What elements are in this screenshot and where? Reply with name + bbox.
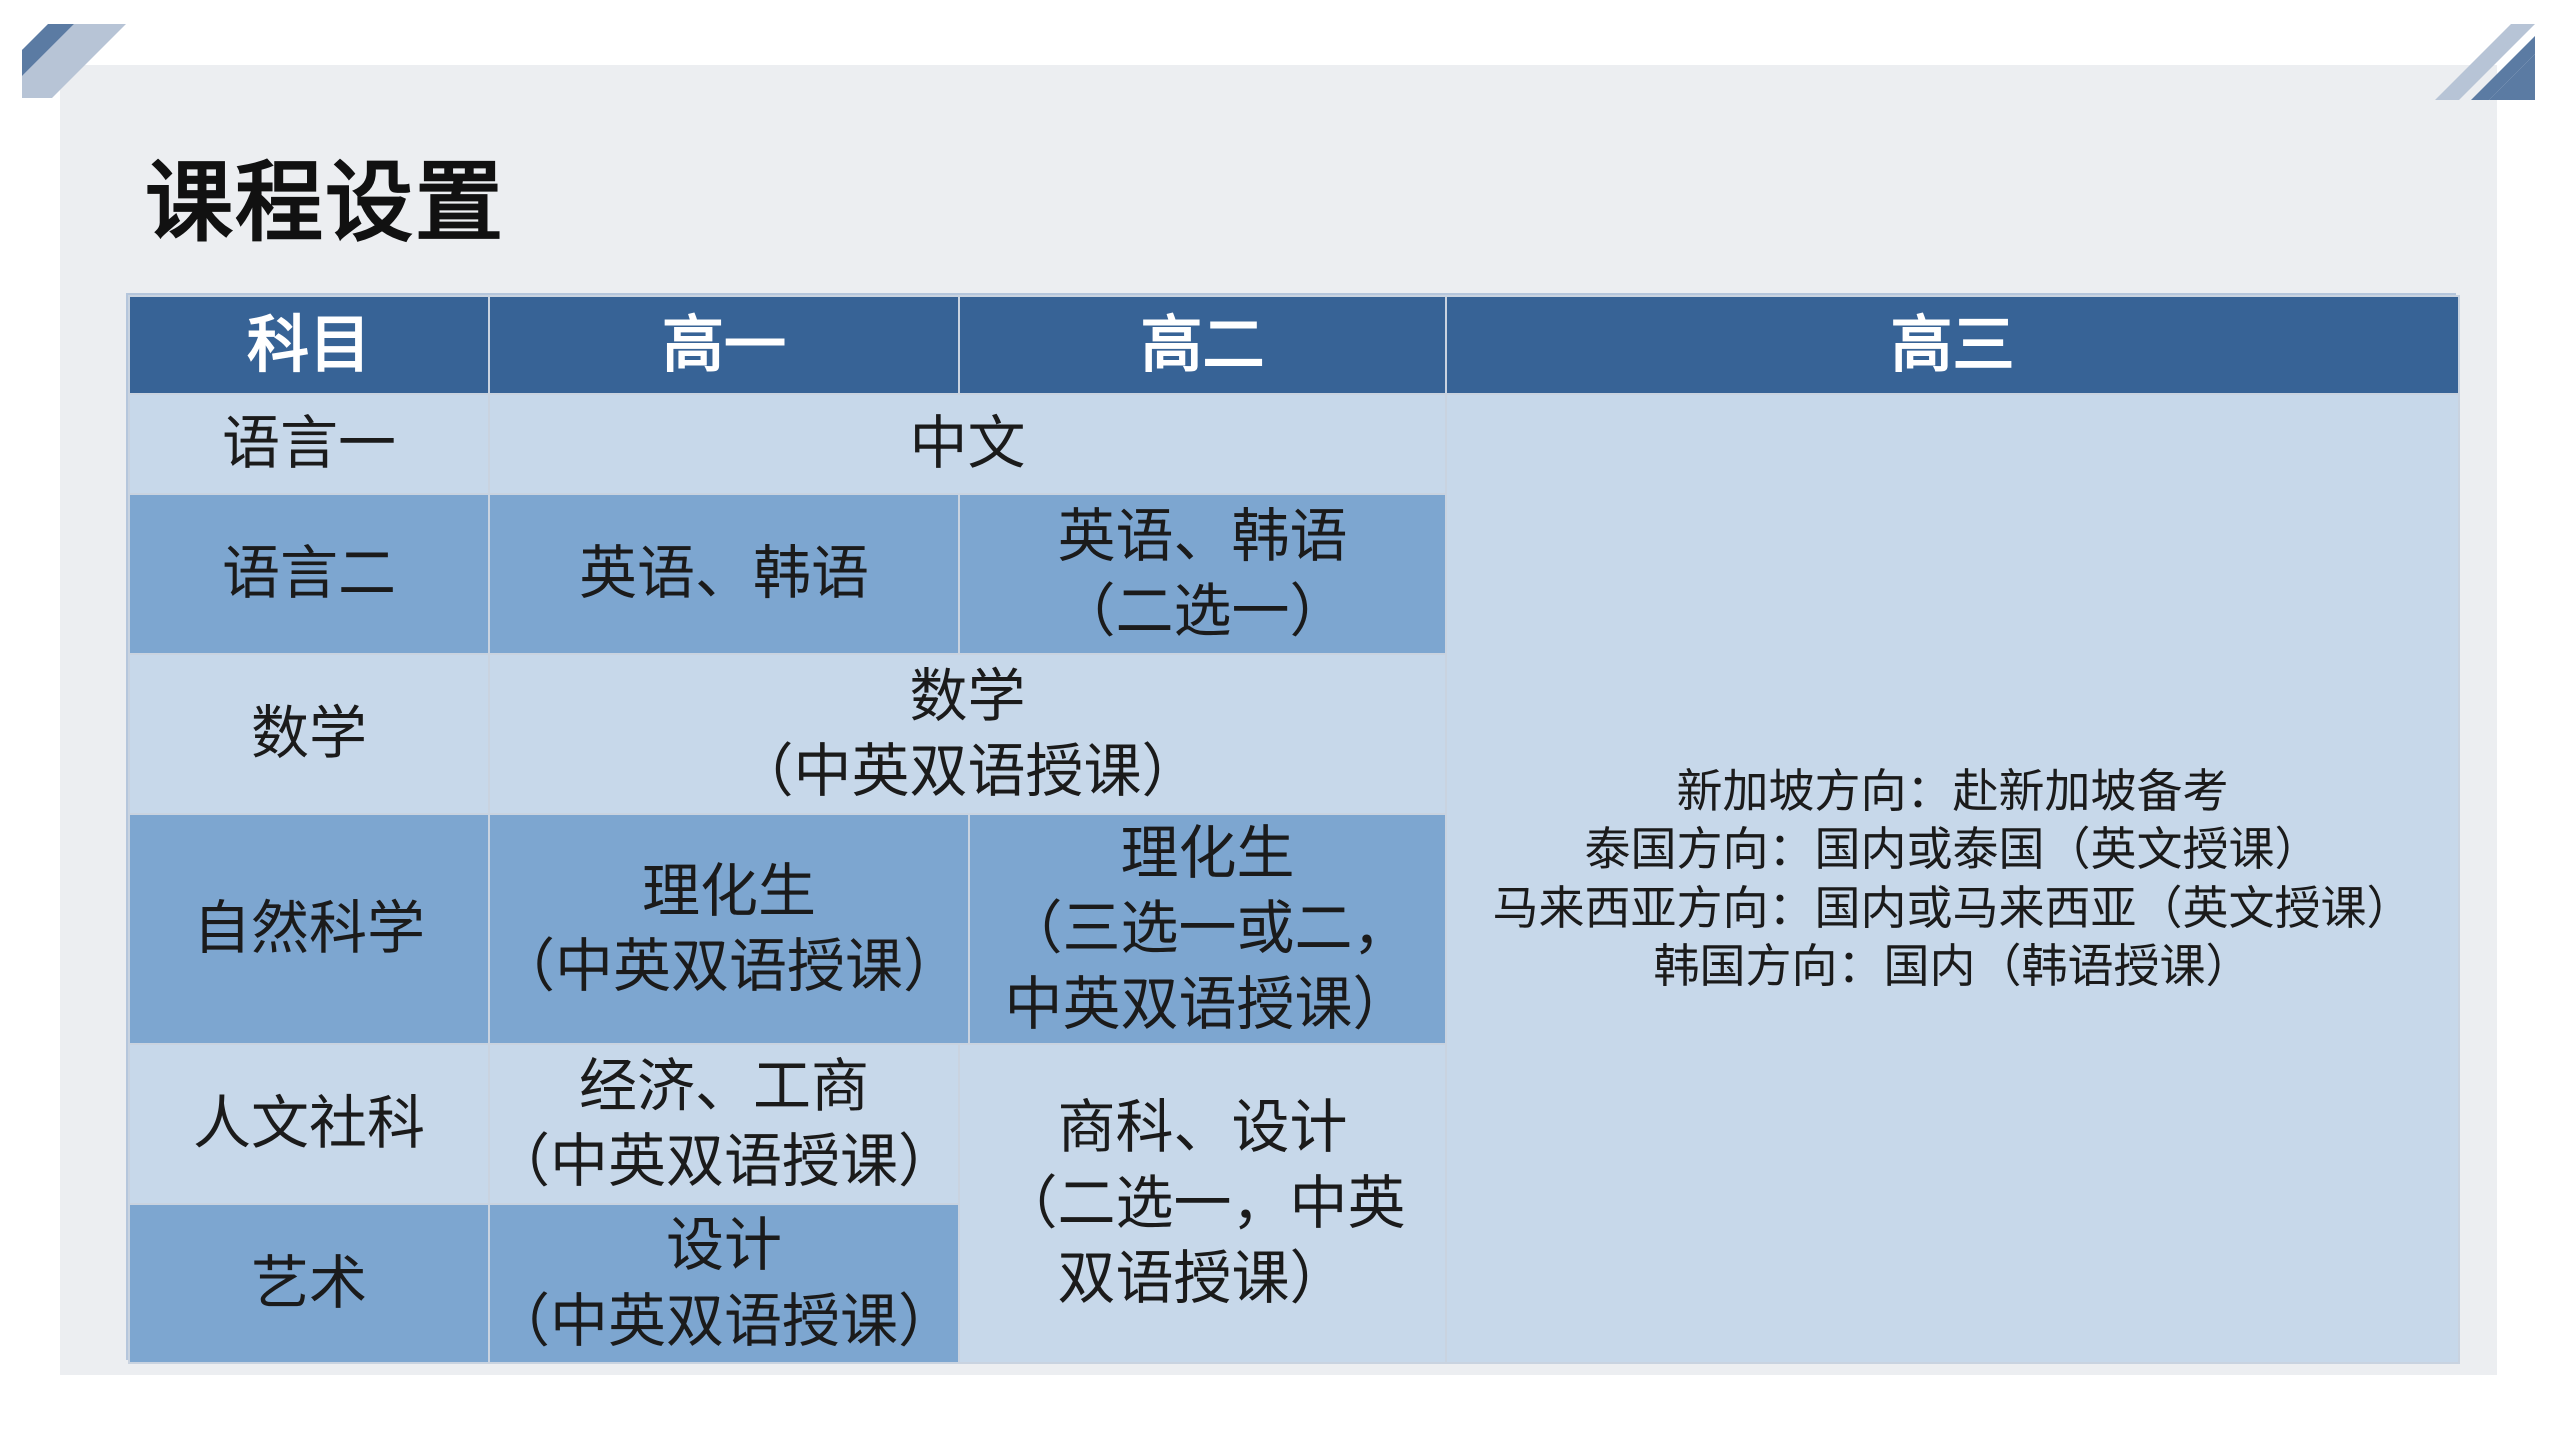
language-2-grade-10: 英语、韩语 bbox=[488, 493, 960, 655]
grade-12-directions: 新加坡方向：赴新加坡备考 泰国方向：国内或泰国（英文授课） 马来西亚方向：国内或… bbox=[1445, 393, 2460, 1364]
subject-natural-science: 自然科学 bbox=[128, 813, 490, 1045]
header-grade-12: 高三 bbox=[1445, 295, 2460, 395]
subject-language-1: 语言一 bbox=[128, 393, 490, 495]
natural-science-grade-11: 理化生 （三选一或二， 中英双语授课） bbox=[968, 813, 1447, 1045]
corner-decoration-top-right bbox=[2435, 24, 2535, 100]
corner-decoration-top-left bbox=[22, 24, 126, 98]
humanities-grade-10: 经济、工商 （中英双语授课） bbox=[488, 1043, 960, 1205]
humanities-art-grade-11: 商科、设计 （二选一，中英 双语授课） bbox=[958, 1043, 1447, 1364]
language-1-course: 中文 bbox=[488, 393, 1447, 495]
art-grade-10: 设计 （中英双语授课） bbox=[488, 1203, 960, 1364]
natural-science-split: 理化生 （中英双语授课） 理化生 （三选一或二， 中英双语授课） bbox=[488, 813, 1447, 1045]
header-grade-10: 高一 bbox=[488, 295, 960, 395]
language-2-grade-11: 英语、韩语 （二选一） bbox=[958, 493, 1447, 655]
header-grade-11: 高二 bbox=[958, 295, 1447, 395]
math-course: 数学 （中英双语授课） bbox=[488, 653, 1447, 815]
course-table: 科目 高一 高二 高三 语言一 中文 新加坡方向：赴新加坡备考 泰国方向：国内或… bbox=[126, 293, 2460, 1364]
header-subject: 科目 bbox=[128, 295, 490, 395]
subject-language-2: 语言二 bbox=[128, 493, 490, 655]
subject-math: 数学 bbox=[128, 653, 490, 815]
page-title: 课程设置 bbox=[145, 151, 506, 254]
subject-humanities: 人文社科 bbox=[128, 1043, 490, 1205]
subject-art: 艺术 bbox=[128, 1203, 490, 1364]
natural-science-grade-10: 理化生 （中英双语授课） bbox=[488, 813, 970, 1045]
